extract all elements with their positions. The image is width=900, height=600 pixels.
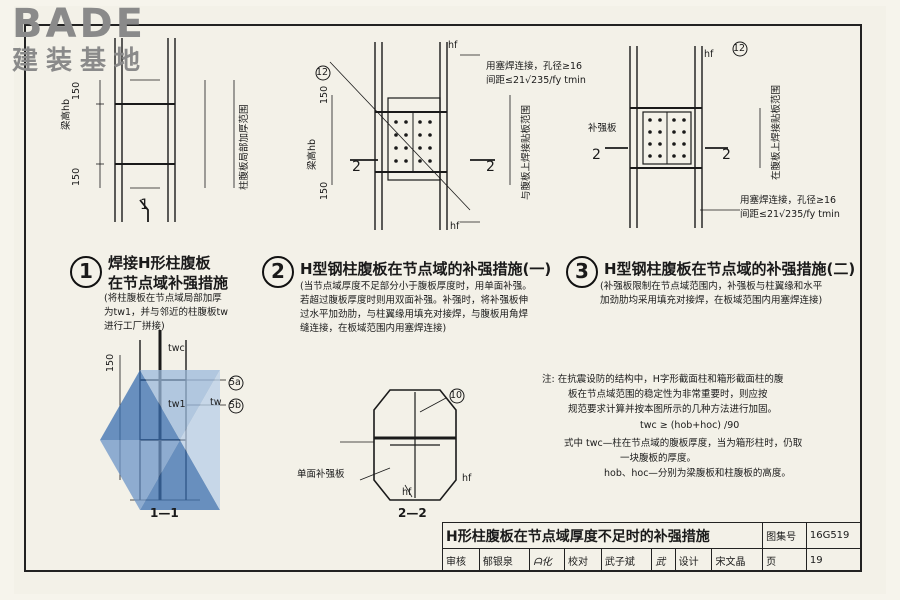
thicken-range-label: 柱腹板局部加厚范围	[239, 104, 250, 190]
detail-number: 2	[262, 256, 294, 288]
cut-label: 2	[486, 159, 495, 175]
logo-text: BADE	[12, 1, 146, 47]
detail-title: 在节点域补强措施	[108, 274, 229, 292]
detail-number: 1	[70, 256, 102, 288]
plug-weld-note: 用塞焊连接，孔径≥16	[486, 61, 583, 72]
check-label: 校对	[563, 548, 602, 572]
page-label: 页	[762, 548, 807, 572]
detail-desc: 进行工厂拼接)	[104, 321, 165, 332]
drawing-title: H形柱腹板在节点域厚度不足时的补强措施	[441, 522, 764, 549]
detail-2-elevation	[329, 42, 511, 230]
ref-label: 12	[733, 43, 746, 54]
detail-desc: 加劲肋均采用填充对接焊，在板域范围内用塞焊连接)	[600, 295, 823, 306]
cut-label: 2	[592, 147, 601, 163]
note-formula: twc ≥ (hob+hoc) /90	[640, 420, 740, 431]
note-line: 规范要求计算并按本图所示的几种方法进行加固。	[568, 404, 778, 415]
cut-label: 2	[352, 159, 361, 175]
dim-label: 150	[71, 167, 82, 186]
plug-weld-note: 间距≤21√235/fy tmin	[740, 209, 840, 220]
dim-label: 150	[319, 181, 330, 200]
atlas-number: 16G519	[805, 522, 863, 549]
hf-label: hf	[704, 49, 714, 60]
detail-desc: (补强板限制在节点域范围内，补强板与柱翼缘和水平	[600, 281, 823, 292]
ref-label: 5a	[229, 377, 241, 388]
detail-desc: 过水平加劲肋，与柱翼缘用填充对接焊，与腹板用角焊	[300, 309, 529, 320]
ref-label: 10	[450, 390, 463, 401]
page-number: 19	[805, 548, 863, 572]
plug-weld-holes	[394, 118, 686, 163]
tw-label: tw	[210, 397, 222, 408]
plug-weld-note: 间距≤21√235/fy tmin	[486, 75, 586, 86]
detail-title: 焊接H形柱腹板	[108, 254, 211, 272]
atlas-label: 图集号	[762, 522, 807, 549]
note-line: 一块腹板的厚度。	[620, 453, 697, 464]
reference-circles	[228, 41, 748, 414]
note-line: 注: 在抗震设防的结构中，H字形截面柱和箱形截面柱的腹	[542, 374, 784, 385]
detail-desc: 为tw1，并与邻近的柱腹板tw	[104, 307, 229, 318]
detail-title: H型钢柱腹板在节点域的补强措施(一)	[300, 260, 552, 278]
hf-label: hf	[462, 473, 472, 484]
detail-desc: 若超过腹板厚度时则用双面补强。补强时，将补强板伸	[300, 295, 529, 306]
detail-3-elevation	[605, 46, 761, 228]
logo-subtext: 建装基地	[12, 46, 149, 76]
dim-label: 150	[319, 85, 330, 104]
checker-signature: 武	[651, 548, 676, 572]
review-label: 审核	[442, 548, 480, 572]
cut-label: 2	[722, 147, 731, 163]
dim-label: 150	[71, 81, 82, 100]
section-2-2	[340, 389, 457, 501]
detail-desc: (将柱腹板在节点域局部加厚	[104, 293, 222, 304]
tw1-label: tw1	[168, 399, 186, 410]
note-line: hob、hoc—分别为梁腹板和柱腹板的高度。	[604, 468, 791, 479]
checker-name: 武子斌	[600, 548, 653, 572]
design-label: 设计	[674, 548, 713, 572]
hf-label: hf	[402, 487, 412, 498]
ref-label: 5b	[229, 400, 242, 411]
weld-range-label: 在腹板上焊接贴板范围	[771, 84, 782, 180]
detail-number: 3	[566, 256, 598, 288]
note-line: 板在节点域范围的稳定性为非常重要时，则应按	[568, 389, 768, 400]
section-label: 1—1	[150, 506, 179, 520]
brand-logo: BADE 建装基地	[12, 4, 148, 76]
note-line: 式中 twc—柱在节点域的腹板厚度，当为箱形柱时，仍取	[564, 438, 803, 449]
single-side-plate-label: 单面补强板	[297, 469, 345, 480]
designer-name: 宋文晶	[711, 548, 764, 572]
section-label: 2—2	[398, 506, 427, 520]
detail-desc: (当节点域厚度不足部分小于腹板厚度时，用单面补强。	[300, 281, 532, 292]
beam-height-label: 梁高hb	[307, 138, 318, 170]
title-block: H形柱腹板在节点域厚度不足时的补强措施 图集号 16G519 审核 郁银泉 ᗩ化…	[441, 522, 863, 572]
watermark-logo	[100, 370, 220, 510]
reviewer-name: 郁银泉	[478, 548, 531, 572]
detail-desc: 缝连接，在板域范围内用塞焊连接)	[300, 323, 447, 334]
dim-label: 150	[105, 353, 116, 372]
ref-label: 12	[316, 67, 329, 78]
hf-label: hf	[448, 40, 458, 51]
twc-label: twc	[168, 343, 185, 354]
detail-1-elevation	[96, 38, 235, 222]
weld-range-label: 与腹板上焊接贴板范围	[521, 104, 532, 200]
plug-weld-note: 用塞焊连接，孔径≥16	[740, 195, 837, 206]
cut-label: 1	[140, 197, 149, 213]
reviewer-signature: ᗩ化	[529, 548, 565, 572]
beam-height-label: 梁高hb	[61, 98, 72, 130]
hf-label: hf	[450, 221, 460, 232]
stiffener-plate-label: 补强板	[588, 123, 617, 134]
detail-title: H型钢柱腹板在节点域的补强措施(二)	[604, 260, 856, 278]
